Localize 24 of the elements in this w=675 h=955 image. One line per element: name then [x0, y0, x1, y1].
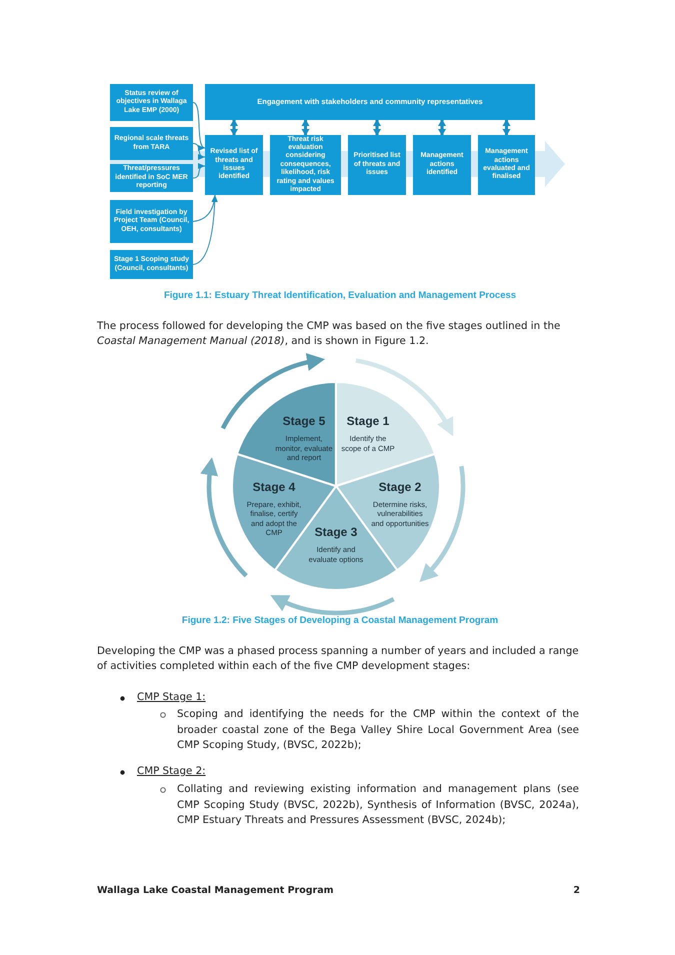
page-number: 2	[572, 885, 580, 896]
arrow	[373, 119, 381, 136]
list-item: Scoping and identifying the needs for the CMP within the context of the broader coastal zone of the Bega Valley Shire Local Government Area (see CMP Scoping Study, (BVSC, 2022b);	[177, 707, 579, 753]
paragraph: The process followed for developing the CMP was based on the five stages outlined in the Coastal Management Manual (2018), and is shown in Figure 1.2.	[97, 319, 562, 349]
arrow	[502, 119, 510, 136]
list-heading: CMP Stage 1:	[137, 690, 207, 705]
figure-caption: Figure 1.2: Five Stages of Developing a Coastal Management Program	[180, 615, 500, 626]
arrow	[302, 119, 310, 136]
stage-heading: Stage 2	[378, 480, 422, 494]
arrow	[192, 143, 206, 160]
stage-heading: Stage 5	[282, 414, 326, 428]
paragraph: Developing the CMP was a phased process spanning a number of years and included a range of activities completed within each of the five CMP development stages:	[97, 644, 580, 674]
figure-caption: Figure 1.1: Estuary Threat Identification, Evaluation and Management Process	[162, 290, 518, 301]
arrow	[230, 119, 238, 136]
arrow	[192, 164, 206, 178]
arrow	[192, 102, 206, 148]
page-footer: Wallaga Lake Coastal Management Program	[97, 885, 497, 896]
stage-heading: Stage 3	[314, 525, 358, 539]
list-item: Collating and reviewing existing information and management plans (see CMP Scoping Study (BVSC, 2022b), Synthesis of Information (BVSC, 2024a), CMP Estuary Threats and Pressures Assessment (BVSC, 2024b);	[177, 782, 579, 828]
list-heading: CMP Stage 2:	[137, 764, 207, 779]
arrow	[438, 119, 446, 136]
stage-heading: Stage 1	[346, 414, 390, 428]
arrow	[192, 194, 218, 265]
stage-heading: Stage 4	[252, 480, 296, 494]
